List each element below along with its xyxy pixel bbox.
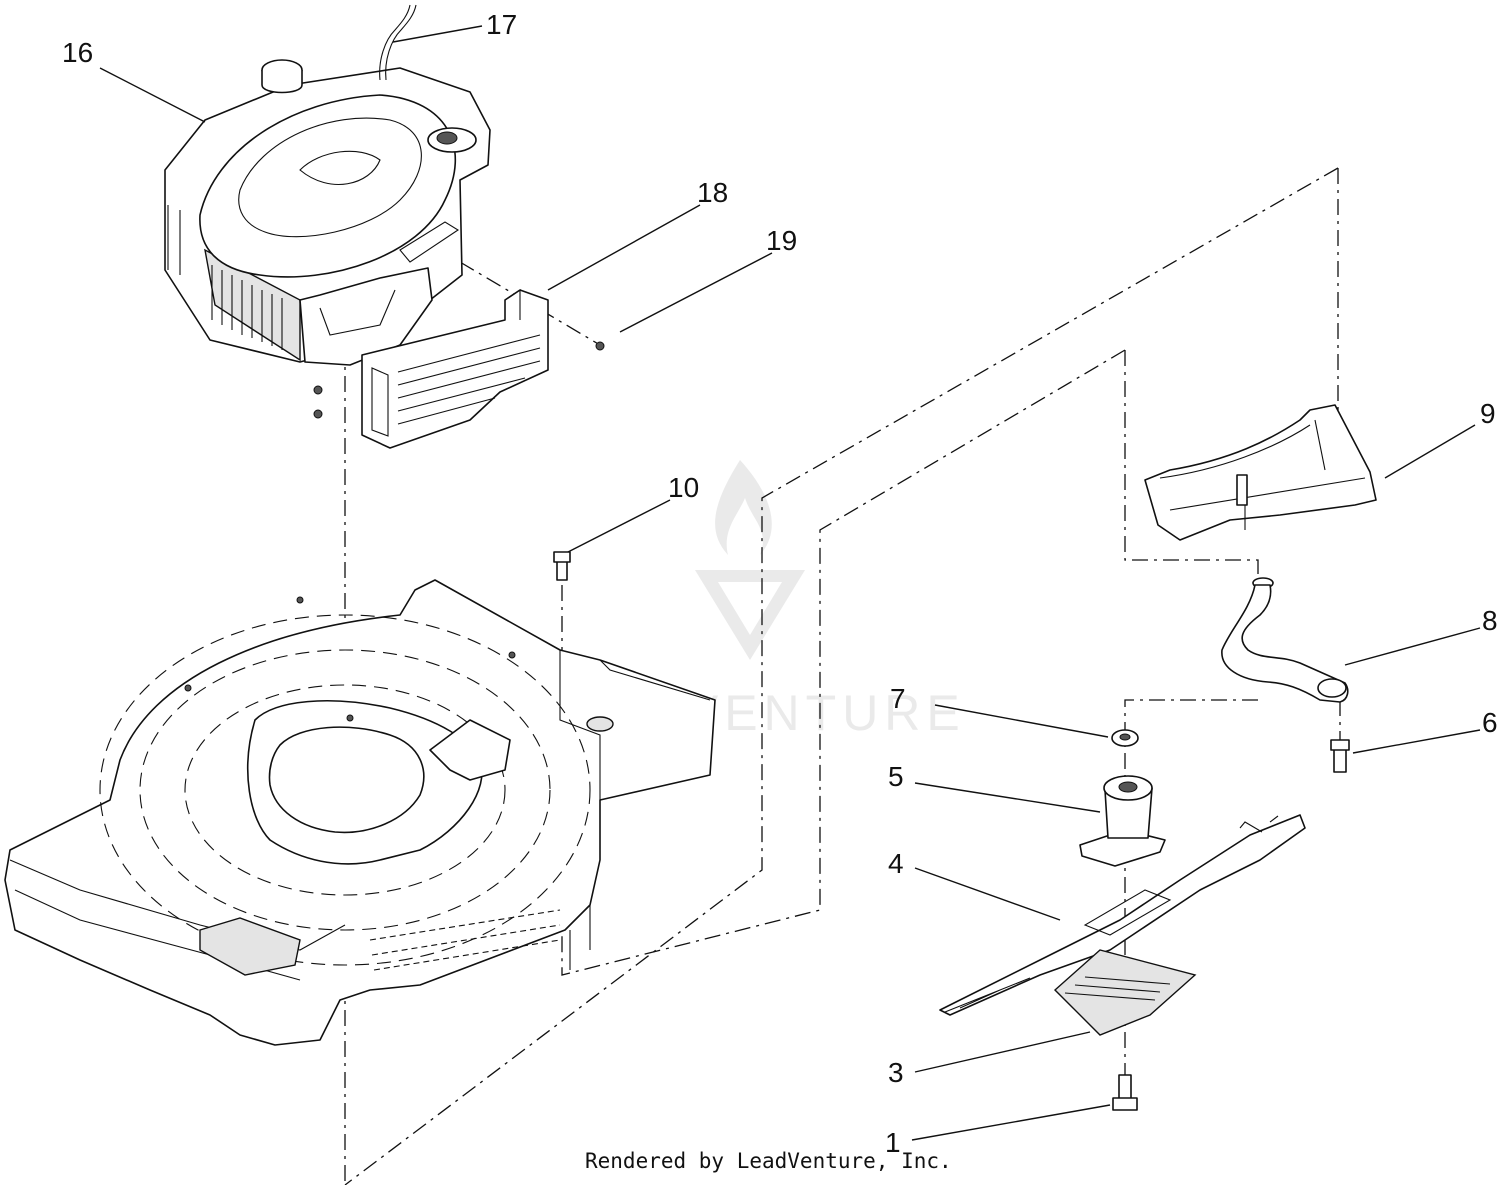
assembly-line — [459, 261, 601, 346]
bolt-6[interactable] — [1330, 739, 1350, 773]
screws[interactable] — [313, 341, 605, 419]
render-credit: Rendered by LeadVenture, Inc. — [585, 1149, 952, 1173]
blade[interactable] — [939, 814, 1306, 1016]
callout-10: 10 — [668, 472, 699, 503]
callout-4: 4 — [888, 848, 904, 879]
callout-5: 5 — [888, 761, 904, 792]
callout-16: 16 — [62, 37, 93, 68]
brake-bracket[interactable] — [1221, 577, 1349, 703]
blade-adapter[interactable] — [1079, 775, 1166, 867]
callout-8: 8 — [1482, 605, 1498, 636]
blade-bolt[interactable] — [1112, 1074, 1138, 1111]
screw-19[interactable] — [595, 341, 605, 351]
callout-1: 1 — [885, 1127, 901, 1158]
spark-plug-wire[interactable] — [379, 4, 417, 81]
mower-deck[interactable] — [4, 579, 716, 1046]
leader-lines — [99, 25, 1481, 1141]
callout-7: 7 — [890, 683, 906, 714]
callout-6: 6 — [1482, 707, 1498, 738]
assembly-line — [344, 167, 1339, 1185]
bolt-10[interactable] — [553, 551, 571, 581]
callout-labels: 16 17 18 19 10 9 8 7 6 5 4 3 1 — [62, 9, 1498, 1158]
callout-3: 3 — [888, 1057, 904, 1088]
callout-17: 17 — [486, 9, 517, 40]
assembly-line — [1124, 350, 1259, 582]
assembly-line — [561, 349, 1126, 976]
heat-shield[interactable] — [361, 288, 549, 449]
washer-7[interactable] — [1111, 729, 1139, 747]
blade-stiffener[interactable] — [1053, 949, 1197, 1036]
callout-18: 18 — [697, 177, 728, 208]
v-logo-icon — [695, 570, 805, 660]
callout-19: 19 — [766, 225, 797, 256]
flame-logo-icon — [715, 460, 772, 555]
callout-9: 9 — [1480, 398, 1496, 429]
assembly-line — [1124, 699, 1258, 1090]
baffle[interactable] — [1144, 404, 1377, 541]
engine[interactable] — [164, 59, 491, 366]
